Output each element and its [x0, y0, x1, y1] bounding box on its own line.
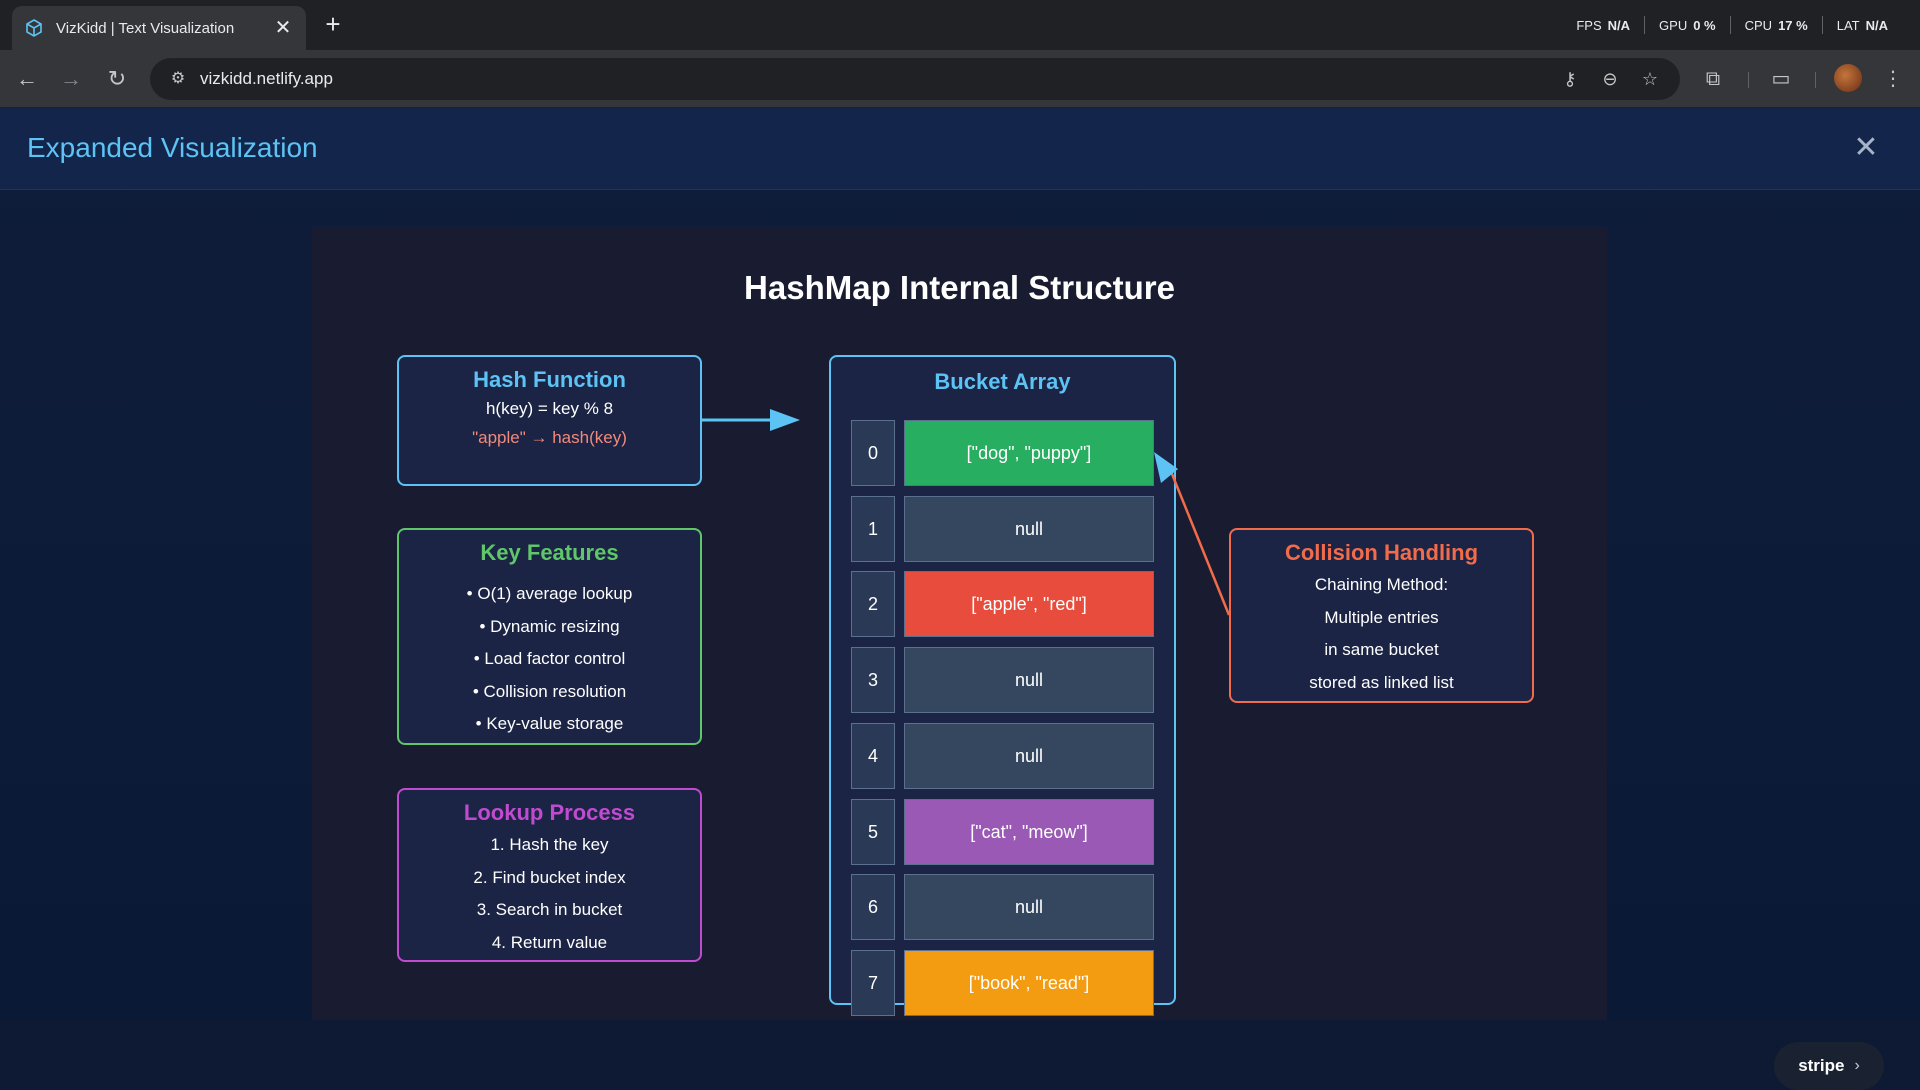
fps-value: N/A — [1607, 17, 1631, 33]
key-icon[interactable]: ⚷ — [1563, 69, 1577, 89]
stripe-label: stripe — [1798, 1056, 1845, 1075]
bucket-cell: null — [904, 496, 1154, 562]
close-icon[interactable]: ✕ — [1853, 131, 1879, 164]
key-features-title: Key Features — [480, 540, 619, 565]
diagram-title: HashMap Internal Structure — [744, 269, 1175, 306]
hash-formula: h(key) = key % 8 — [485, 399, 614, 418]
bucket-cell: ["cat", "meow"] — [904, 799, 1154, 865]
url-text[interactable]: vizkidd.netlify.app — [200, 69, 333, 88]
bucket-cell: null — [904, 723, 1154, 789]
cpu-stat: CPU 17 % — [1729, 16, 1822, 34]
bucket-index: 7 — [851, 950, 895, 1016]
toolbar-divider — [1748, 72, 1749, 88]
bucket-index: 6 — [851, 874, 895, 940]
tab-close-icon[interactable]: ✕ — [274, 17, 292, 39]
bucket-cell: ["dog", "puppy"] — [904, 420, 1154, 486]
address-bar[interactable]: ⚙ vizkidd.netlify.app ⚷ ⊖ ☆ — [150, 58, 1680, 100]
visualization-canvas: HashMap Internal Structure Hash Function… — [312, 227, 1607, 1020]
lookup-process-box: Lookup Process 1. Hash the key 2. Find b… — [397, 788, 702, 962]
stripe-badge[interactable]: stripe › — [1774, 1042, 1884, 1090]
bucket-cell: ["apple", "red"] — [904, 571, 1154, 637]
toolbar-divider — [1815, 72, 1816, 88]
star-icon[interactable]: ☆ — [1641, 69, 1659, 89]
bucket-index: 3 — [851, 647, 895, 713]
gpu-stat: GPU 0 % — [1644, 16, 1730, 34]
browser-tab[interactable]: VizKidd | Text Visualization ✕ — [12, 6, 306, 50]
hash-function-box: Hash Function h(key) = key % 8 "apple" →… — [397, 355, 702, 486]
feature-item: • Collision resolution — [472, 681, 627, 701]
feature-item: • O(1) average lookup — [466, 584, 633, 603]
cpu-value: 17 % — [1778, 17, 1808, 33]
lat-label: LAT — [1836, 17, 1860, 33]
bucket-index: 1 — [851, 496, 895, 562]
hash-function-title: Hash Function — [473, 367, 626, 392]
bucket-cell: null — [904, 874, 1154, 940]
lookup-step: 2. Find bucket index — [473, 867, 626, 887]
collision-handling-title: Collision Handling — [1284, 540, 1479, 565]
lookup-step: 3. Search in bucket — [476, 900, 623, 919]
chevron-right-icon: › — [1854, 1057, 1860, 1074]
lat-stat: LAT N/A — [1821, 16, 1902, 34]
lookup-step: 1. Hash the key — [490, 835, 609, 854]
performance-stats: FPS N/A GPU 0 % CPU 17 % LAT N/A — [1562, 0, 1902, 50]
bucket-index: 5 — [851, 799, 895, 865]
forward-arrow-icon[interactable]: → — [60, 66, 82, 91]
gpu-label: GPU — [1659, 17, 1688, 33]
collision-line: Multiple entries — [1324, 607, 1439, 627]
site-info-icon[interactable]: ⚙ — [170, 70, 186, 87]
reload-icon[interactable]: ↻ — [107, 66, 127, 91]
cast-search-icon[interactable]: ▭ — [1771, 68, 1791, 90]
panel-title: Expanded Visualization — [27, 132, 318, 163]
browser-toolbar: ← → ↻ ⚙ vizkidd.netlify.app ⚷ ⊖ ☆ ⧉ ▭ ⋮ — [0, 50, 1920, 108]
hash-to-bucket-arrow — [702, 409, 800, 431]
collision-line: Chaining Method: — [1314, 575, 1449, 594]
hash-example: "apple" → hash(key) — [472, 428, 627, 447]
zoom-out-icon[interactable]: ⊖ — [1602, 69, 1618, 89]
page-content: Expanded Visualization ✕ HashMap Interna… — [0, 108, 1920, 1090]
feature-item: • Load factor control — [473, 649, 626, 668]
profile-avatar[interactable] — [1834, 64, 1862, 92]
gpu-value: 0 % — [1693, 17, 1716, 33]
panel-header: Expanded Visualization ✕ — [0, 108, 1920, 190]
bucket-index: 0 — [851, 420, 895, 486]
feature-item: • Key-value storage — [475, 714, 624, 733]
kebab-menu-icon[interactable]: ⋮ — [1883, 68, 1903, 90]
collision-line: in same bucket — [1324, 640, 1439, 659]
bucket-array-title: Bucket Array — [934, 369, 1071, 394]
back-arrow-icon[interactable]: ← — [16, 66, 38, 91]
lookup-step: 4. Return value — [491, 932, 608, 952]
key-features-box: Key Features • O(1) average lookup • Dyn… — [397, 528, 702, 745]
puzzle-icon[interactable]: ⧉ — [1705, 68, 1721, 90]
bucket-index: 4 — [851, 723, 895, 789]
browser-tab-bar: VizKidd | Text Visualization ✕ + FPS N/A … — [0, 0, 1920, 50]
feature-item: • Dynamic resizing — [479, 616, 620, 636]
bucket-index: 2 — [851, 571, 895, 637]
tab-title: VizKidd | Text Visualization — [56, 19, 235, 37]
fps-label: FPS — [1576, 17, 1602, 33]
lookup-process-title: Lookup Process — [463, 800, 636, 825]
collision-line: stored as linked list — [1309, 672, 1454, 692]
bucket-cell: null — [904, 647, 1154, 713]
fps-stat: FPS N/A — [1562, 16, 1644, 34]
new-tab-button[interactable]: + — [325, 9, 341, 39]
cube-favicon-icon — [26, 19, 42, 37]
collision-handling-box: Collision Handling Chaining Method: Mult… — [1229, 528, 1534, 703]
lat-value: N/A — [1865, 17, 1888, 33]
cpu-label: CPU — [1744, 17, 1773, 33]
bucket-cell: ["book", "read"] — [904, 950, 1154, 1016]
